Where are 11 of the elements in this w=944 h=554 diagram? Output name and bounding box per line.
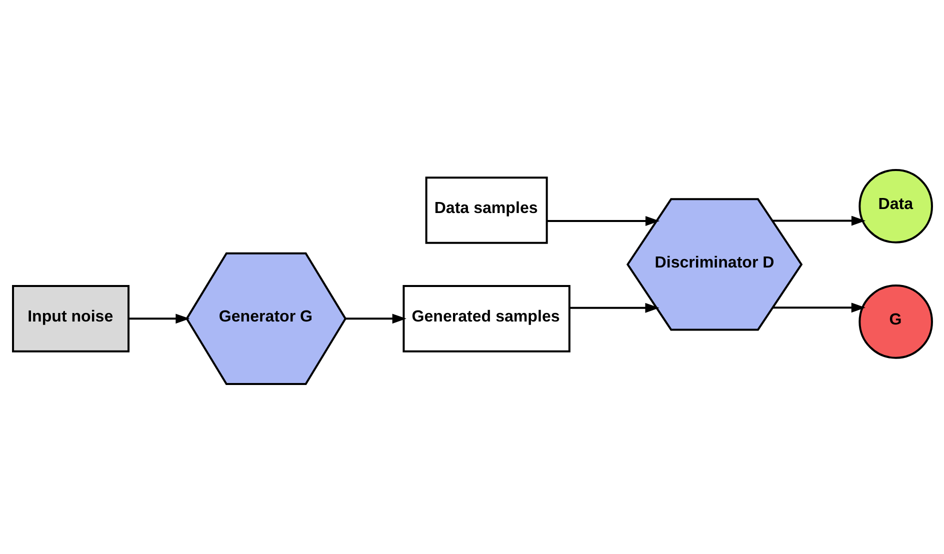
node-circle: G	[858, 284, 932, 359]
arrow	[345, 314, 406, 324]
arrow	[128, 314, 190, 324]
arrow	[772, 302, 865, 313]
arrow	[772, 216, 866, 226]
node-box: Input noise	[12, 285, 130, 352]
arrow	[569, 302, 659, 313]
node-box: Generated samples	[402, 285, 570, 352]
node-box: Data samples	[424, 176, 548, 244]
node-circle: Data	[858, 169, 932, 244]
arrow	[546, 216, 660, 226]
